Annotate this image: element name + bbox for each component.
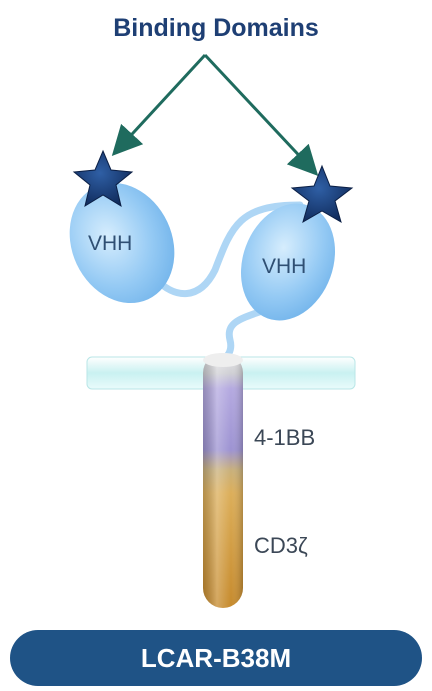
- star-icon: [72, 149, 134, 208]
- vhh-domain-right: [240, 203, 336, 321]
- costim-domain-label: 4-1BB: [254, 425, 316, 450]
- star-icon: [290, 164, 354, 224]
- arrow-down-right: [203, 53, 319, 176]
- intracellular-domain: [203, 353, 243, 608]
- signaling-domain-label: CD3ζ: [254, 533, 308, 558]
- vhh-domain-left: [69, 182, 175, 304]
- vhh-label-right: VHH: [262, 255, 307, 278]
- vhh-label-left: VHH: [88, 232, 133, 255]
- arrow-down-left: [111, 53, 207, 157]
- product-banner: LCAR-B38M: [10, 630, 422, 686]
- banner-label: LCAR-B38M: [140, 642, 292, 673]
- title: Binding Domains: [113, 14, 319, 42]
- linker: [151, 201, 304, 297]
- arrows: [111, 53, 319, 176]
